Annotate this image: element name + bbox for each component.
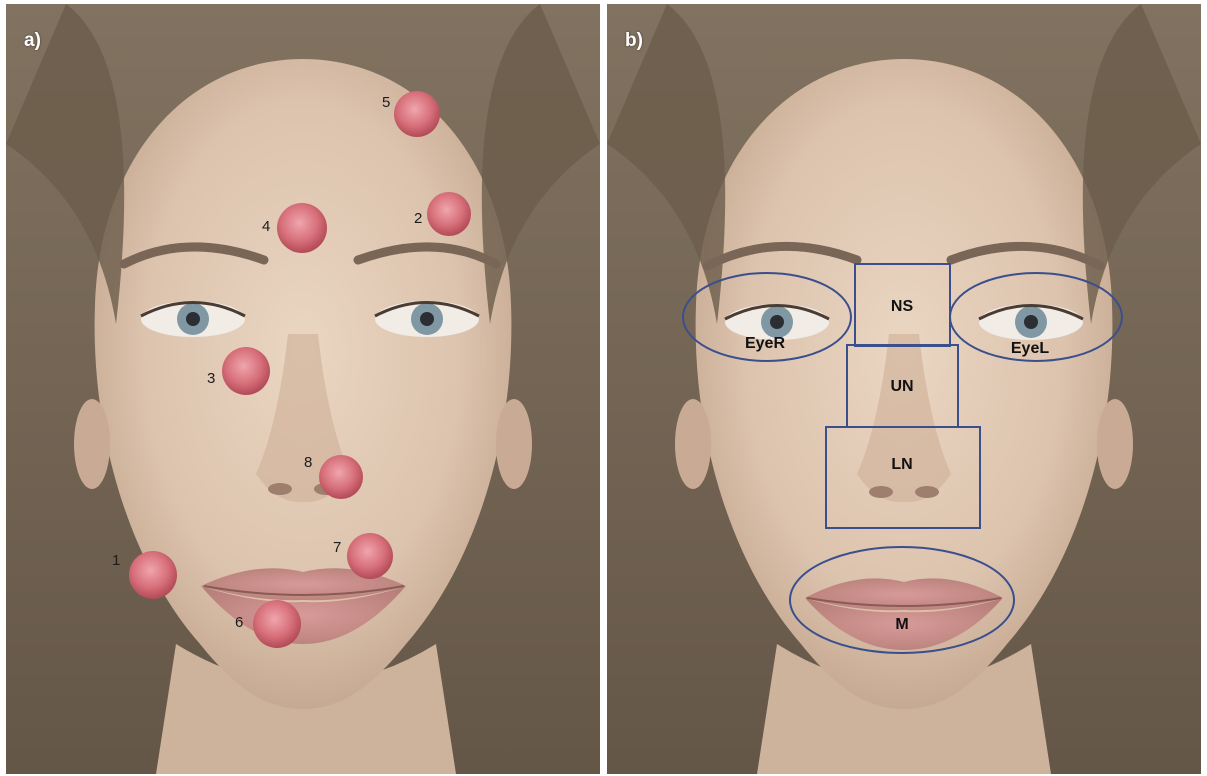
lesion-7-number: 7: [333, 539, 341, 556]
panel-b: b) NS EyeR EyeL UN LN M: [607, 4, 1201, 774]
lesion-4-number: 4: [262, 218, 270, 235]
lesion-3-number: 3: [207, 370, 215, 387]
lesion-3-marker: [222, 347, 270, 395]
lesion-8-number: 8: [304, 454, 312, 471]
region-ln-label: LN: [891, 456, 912, 474]
lesion-5-number: 5: [382, 94, 390, 111]
lesion-2-marker: [427, 192, 471, 236]
lesion-1-number: 1: [112, 552, 120, 569]
lesion-1-marker: [129, 551, 177, 599]
face-photo-a: [6, 4, 600, 774]
lesion-6-marker: [253, 600, 301, 648]
panel-a: a) 1 2 3 4 5 6 7 8: [6, 4, 600, 774]
panel-b-label: b): [625, 30, 643, 52]
lesion-2-number: 2: [414, 210, 422, 227]
region-un-label: UN: [890, 378, 913, 396]
lesion-6-number: 6: [235, 614, 243, 631]
region-eyer-label: EyeR: [745, 335, 785, 353]
lesion-7-marker: [347, 533, 393, 579]
lesion-8-marker: [319, 455, 363, 499]
region-eyel-label: EyeL: [1011, 340, 1049, 358]
region-ns-label: NS: [891, 298, 913, 316]
lesion-4-marker: [277, 203, 327, 253]
panel-a-label: a): [24, 30, 41, 52]
region-m-label: M: [895, 616, 908, 634]
lesion-5-marker: [394, 91, 440, 137]
